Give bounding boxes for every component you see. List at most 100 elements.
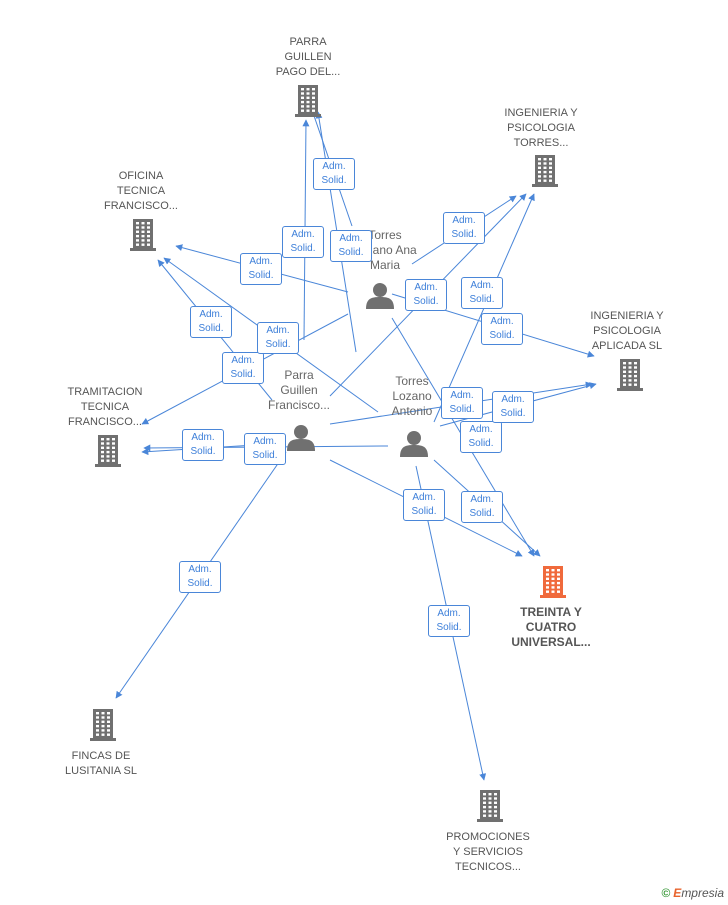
promociones-servicios-label-line: TECNICOS... <box>454 861 521 873</box>
relation-label-text: Adm. <box>412 492 436 503</box>
relation-label-parra-guillen-francisco-to-fincas-lusitania[interactable]: Adm. Solid. <box>179 561 221 593</box>
relation-label-text: Adm. <box>501 394 525 405</box>
treinta-y-cuatro-label-line: TREINTA Y <box>520 605 582 619</box>
relation-label-torres-lozano-ana-to-treinta-y-cuatro[interactable]: Adm.Solid. <box>460 421 502 453</box>
oficina-tecnica-building-icon[interactable] <box>130 219 156 251</box>
relation-label-text: Solid. <box>449 404 475 415</box>
ingenieria-aplicada-building-icon[interactable] <box>617 359 643 391</box>
relation-label-parra-guillen-francisco-to-treinta-y-cuatro[interactable]: Adm. Solid. <box>403 489 445 521</box>
torres-lozano-ana-label-line: Maria <box>369 258 400 272</box>
relation-label-torres-lozano-ana-to-oficina-tecnica[interactable]: Adm.Solid. <box>240 253 282 285</box>
relation-label-torres-lozano-antonio-to-treinta-y-cuatro[interactable]: Adm. Solid. <box>461 491 503 523</box>
ingenieria-torres-label-line: INGENIERIA Y <box>504 107 578 119</box>
relation-label-text: Adm. <box>452 215 476 226</box>
relation-label-text: Adm. <box>470 280 494 291</box>
ingenieria-aplicada-label-line: PSICOLOGIA <box>593 325 661 337</box>
relation-label-torres-lozano-antonio-to-promociones-servicios[interactable]: Adm. Solid. <box>428 605 470 637</box>
relation-label-text: Solid. <box>187 578 213 589</box>
fincas-lusitania-label-line: FINCAS DE <box>71 750 131 762</box>
relation-label-text: Adm. <box>414 282 438 293</box>
relation-label-text: Adm. <box>199 309 223 320</box>
relation-label-parra-guillen-francisco-to-tramitacion-tecnica[interactable]: Adm.Solid. <box>182 429 224 461</box>
copyright-icon: © <box>661 886 671 900</box>
oficina-tecnica-label-line: FRANCISCO... <box>104 200 178 212</box>
relation-label-torres-lozano-ana-to-tramitacion-tecnica[interactable]: Adm. Solid. <box>222 352 264 384</box>
relation-label-torres-lozano-ana-to-parra-guillen-pago[interactable]: Adm. Solid. <box>313 158 355 190</box>
relation-label-torres-lozano-ana-to-ingenieria-aplicada[interactable]: Adm.Solid. <box>481 313 523 345</box>
relation-label-text: Adm. <box>231 355 255 366</box>
treinta-y-cuatro-building-icon[interactable] <box>540 566 566 598</box>
relation-label-parra-guillen-francisco-to-ingenieria-torres[interactable]: Adm. Solid. <box>405 279 447 311</box>
fincas-lusitania-building-icon[interactable] <box>90 709 116 741</box>
tramitacion-tecnica-label-line: TECNICA <box>80 401 130 413</box>
relation-label-text: Adm. <box>470 494 494 505</box>
torres-lozano-antonio-label-line: Torres <box>395 374 429 388</box>
brand-name: mpresia <box>681 886 724 900</box>
treinta-y-cuatro-label-line: CUATRO <box>525 620 577 634</box>
relation-label-text: Adm. <box>322 161 346 172</box>
relation-label-text: Solid. <box>290 243 316 254</box>
ingenieria-torres-label-line: TORRES... <box>513 137 569 149</box>
relation-label-text: Solid. <box>321 175 347 186</box>
oficina-tecnica-label-line: TECNICA <box>116 185 166 197</box>
relation-label-parra-guillen-francisco-to-ingenieria-aplicada[interactable]: Adm. Solid. <box>441 387 483 419</box>
relation-label-torres-lozano-antonio-to-ingenieria-torres[interactable]: Adm.Solid. <box>461 277 503 309</box>
ingenieria-aplicada-label-line: INGENIERIA Y <box>590 310 664 322</box>
relation-label-text: Adm. <box>339 233 363 244</box>
relation-label-torres-lozano-antonio-to-tramitacion-tecnica[interactable]: Adm. Solid. <box>244 433 286 465</box>
relation-label-torres-lozano-ana-to-ingenieria-torres[interactable]: Adm.Solid. <box>443 212 485 244</box>
promociones-servicios-building-icon[interactable] <box>477 790 503 822</box>
brand-initial: E <box>673 886 682 900</box>
relation-label-torres-lozano-antonio-to-parra-guillen-pago[interactable]: Adm. Solid. <box>330 230 372 262</box>
relation-label-parra-guillen-francisco-to-oficina-tecnica[interactable]: Adm. Solid. <box>190 306 232 338</box>
torres-lozano-ana-person-icon[interactable] <box>366 283 394 309</box>
relation-label-text: Adm. <box>450 390 474 401</box>
relation-label-text: Solid. <box>198 323 224 334</box>
ingenieria-aplicada-label[interactable]: INGENIERIA Y PSICOLOGIA APLICADA SL <box>557 309 697 354</box>
promociones-servicios-label[interactable]: PROMOCIONES Y SERVICIOS TECNICOS... <box>418 830 558 875</box>
parra-guillen-pago-label-line: PARRA <box>289 36 327 48</box>
parra-guillen-francisco-person-icon[interactable] <box>287 425 315 451</box>
promociones-servicios-label-line: PROMOCIONES <box>446 831 530 843</box>
promociones-servicios-label-line: Y SERVICIOS <box>453 846 523 858</box>
relation-label-text: Adm. <box>437 608 461 619</box>
torres-lozano-antonio-person-icon[interactable] <box>400 431 428 457</box>
parra-guillen-francisco-label-line: Parra <box>284 368 314 382</box>
ingenieria-torres-building-icon[interactable] <box>532 155 558 187</box>
parra-guillen-francisco-label-line: Guillen <box>280 383 318 397</box>
brand-logo[interactable]: Empresia <box>673 886 724 900</box>
relation-label-parra-guillen-francisco-to-parra-guillen-pago[interactable]: Adm. Solid. <box>282 226 324 258</box>
relation-label-text: Solid. <box>252 450 278 461</box>
relation-label-text: Solid. <box>338 247 364 258</box>
relation-label-text: Adm. <box>249 256 273 267</box>
parra-guillen-francisco-label-line: Francisco... <box>267 398 330 412</box>
relation-label-text: Adm. <box>253 436 277 447</box>
treinta-y-cuatro-label-line: UNIVERSAL... <box>511 635 591 649</box>
icon-layer <box>90 85 643 822</box>
parra-guillen-pago-building-icon[interactable] <box>295 85 321 117</box>
relation-label-text: Solid. <box>436 622 462 633</box>
relation-label-text: Solid. <box>230 369 256 380</box>
relation-label-text: Adm. <box>266 325 290 336</box>
relation-label-torres-lozano-antonio-to-ingenieria-aplicada[interactable]: Adm.Solid. <box>492 391 534 423</box>
relation-label-text: Adm. <box>291 229 315 240</box>
relation-label-text: Solid. <box>489 330 515 341</box>
tramitacion-tecnica-building-icon[interactable] <box>95 435 121 467</box>
relation-label-text: Adm. <box>188 564 212 575</box>
tramitacion-tecnica-label-line: FRANCISCO... <box>68 416 142 428</box>
ingenieria-aplicada-label-line: APLICADA SL <box>591 340 663 352</box>
relation-label-text: Solid. <box>469 508 495 519</box>
relation-label-torres-lozano-antonio-to-oficina-tecnica[interactable]: Adm.Solid. <box>257 322 299 354</box>
parra-guillen-pago-label-line: PAGO DEL... <box>275 66 341 78</box>
relation-label-text: Solid. <box>190 446 216 457</box>
relation-label-text: Solid. <box>411 506 437 517</box>
relation-label-text: Solid. <box>413 296 439 307</box>
